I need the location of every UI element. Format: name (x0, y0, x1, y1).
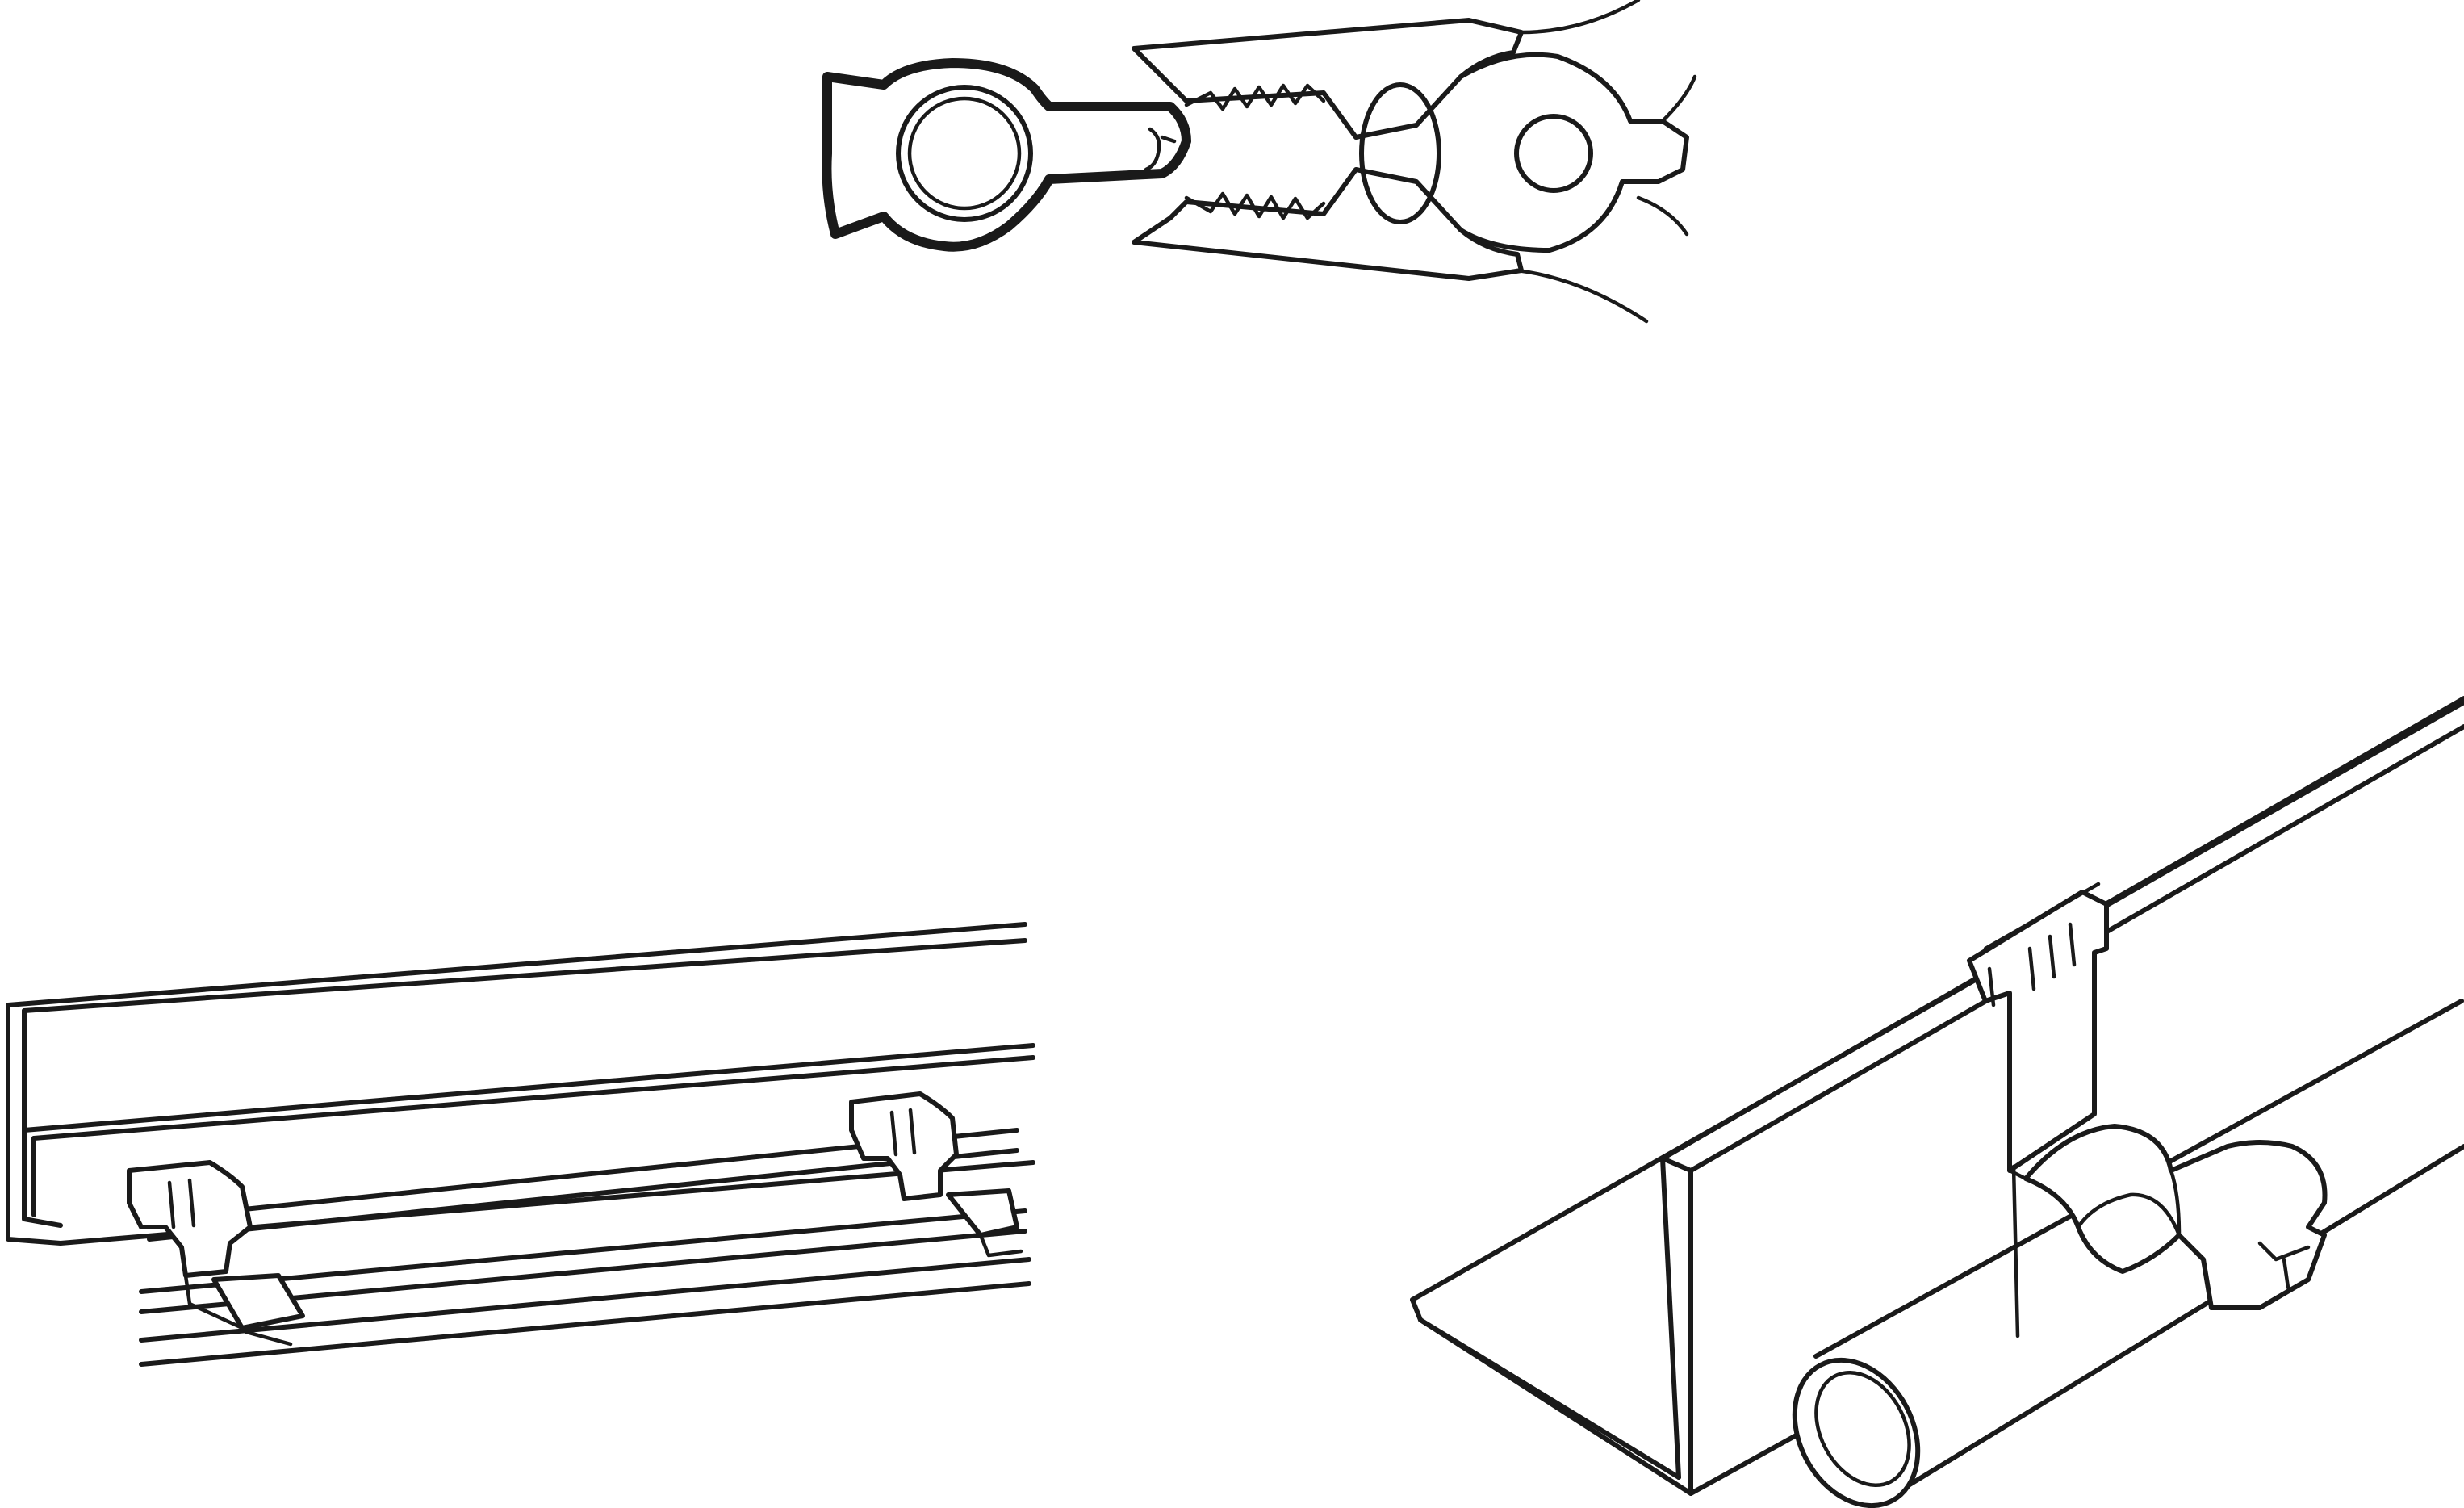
hanger-bracket-icon (1967, 882, 2109, 1338)
pliers-icon (1132, 0, 1697, 324)
pliers-crimp-panel (822, 0, 1697, 324)
clip-icon (822, 58, 1191, 252)
lower-rod (139, 1208, 1027, 1294)
rail-clips-panel (6, 922, 1035, 1367)
large-angle-iron-icon (1410, 696, 2464, 1496)
right-rail-clip-icon (849, 1091, 1023, 1258)
left-rail-clip-icon (127, 1160, 305, 1347)
upper-rod-lower-edge (147, 1148, 1019, 1242)
pipe-clamp-band-icon (2023, 1124, 2328, 1310)
pipe-clamp-panel (1410, 696, 2464, 1508)
